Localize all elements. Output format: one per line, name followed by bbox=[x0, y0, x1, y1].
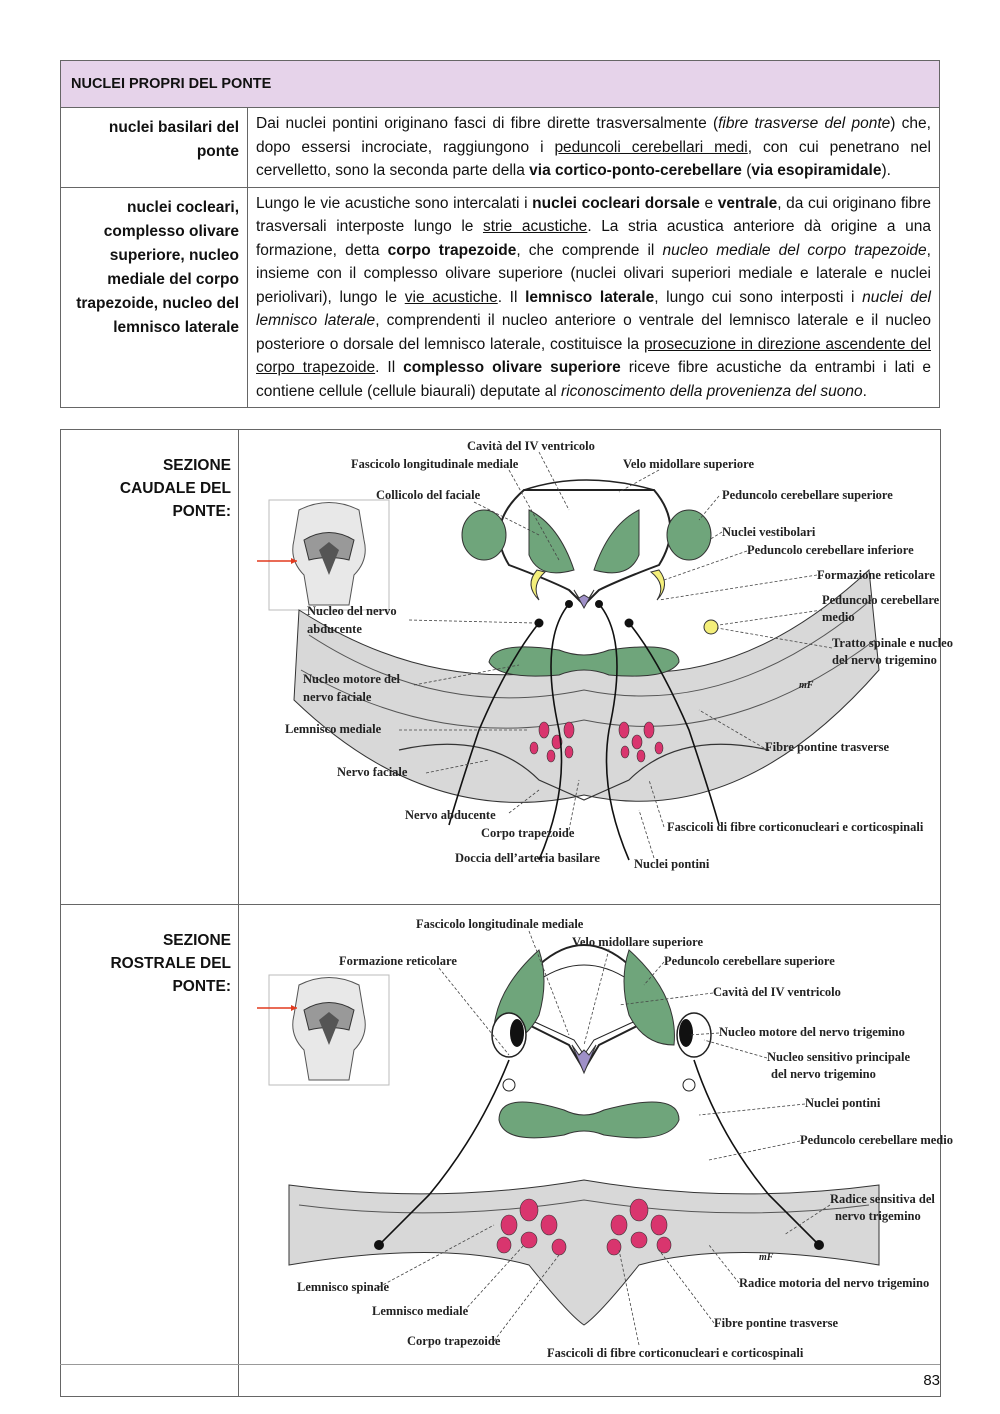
label-radice-mot: Radice motoria del nervo trigemino bbox=[739, 1276, 929, 1290]
text-run: complesso olivare superiore bbox=[403, 359, 621, 376]
label-pontini: Nuclei pontini bbox=[634, 857, 710, 871]
caudal-figure: Cavità del IV ventricolo Fascicolo longi… bbox=[239, 430, 941, 905]
label-radice-sens-1: Radice sensitiva del bbox=[830, 1192, 935, 1206]
label-nervo-faciale: Nervo faciale bbox=[337, 765, 408, 779]
label-abducente-n1: Nucleo del nervo bbox=[307, 604, 397, 618]
text-run: nucleo mediale del corpo trapezoide bbox=[662, 242, 926, 259]
label-flm-2: Fascicolo longitudinale mediale bbox=[416, 917, 584, 931]
label-flm: Fascicolo longitudinale mediale bbox=[351, 457, 519, 471]
row-text-basilari: Dai nuclei pontini originano fasci di fi… bbox=[248, 108, 940, 188]
label-fascicoli-2: Fascicoli di fibre corticonucleari e cor… bbox=[547, 1346, 804, 1360]
page-number: 83 bbox=[923, 1372, 940, 1389]
text-run: Dai nuclei pontini originano fasci di fi… bbox=[256, 115, 718, 132]
label-lemnisco-med-2: Lemnisco mediale bbox=[372, 1304, 469, 1318]
label-nervo-abducente: Nervo abducente bbox=[405, 808, 496, 822]
rostral-section-title: SEZIONE ROSTRALE DEL PONTE: bbox=[61, 905, 239, 1397]
label-velo: Velo midollare superiore bbox=[623, 457, 754, 471]
label-lemnisco-spin: Lemnisco spinale bbox=[297, 1280, 389, 1294]
row-label-basilari: nuclei basilari del ponte bbox=[61, 108, 248, 188]
label-abducente-n2: abducente bbox=[307, 622, 362, 636]
label-sensitivo-2: del nervo trigemino bbox=[771, 1067, 876, 1081]
label-vestibolari: Nuclei vestibolari bbox=[722, 525, 816, 539]
text-run: , che comprende il bbox=[516, 242, 662, 259]
label-ped-medio-2: Peduncolo cerebellare medio bbox=[800, 1133, 953, 1147]
label-ped-sup: Peduncolo cerebellare superiore bbox=[722, 488, 893, 502]
label-lemnisco-med: Lemnisco mediale bbox=[285, 722, 382, 736]
label-ped-medio-2: medio bbox=[822, 610, 855, 624]
label-ped-inf: Peduncolo cerebellare inferiore bbox=[747, 543, 914, 557]
text-run: . bbox=[863, 383, 867, 400]
label-ped-medio-1: Peduncolo cerebellare bbox=[822, 593, 940, 607]
label-cavita: Cavità del IV ventricolo bbox=[467, 439, 595, 453]
label-corpo-trap-2: Corpo trapezoide bbox=[407, 1334, 501, 1348]
text-run: ( bbox=[742, 162, 751, 179]
text-run: e bbox=[700, 195, 718, 212]
text-run: nuclei cocleari dorsale bbox=[532, 195, 700, 212]
brainstem-thumbnail bbox=[269, 500, 389, 610]
row-label-cocleari: nuclei cocleari, complesso olivare super… bbox=[61, 187, 248, 408]
row-text-cocleari: Lungo le vie acustiche sono intercalati … bbox=[248, 187, 940, 408]
footer-rule bbox=[60, 1364, 940, 1365]
text-run: peduncoli cerebellari medi bbox=[554, 139, 747, 156]
text-run: . Il bbox=[375, 359, 403, 376]
rostral-figure: Fascicolo longitudinale mediale Velo mid… bbox=[239, 905, 941, 1397]
text-run: via esopiramidale bbox=[751, 162, 881, 179]
text-run: riconoscimento della provenienza del suo… bbox=[561, 383, 863, 400]
text-run: . Il bbox=[498, 289, 525, 306]
label-trigemino-2: del nervo trigemino bbox=[832, 653, 937, 667]
text-run: via cortico-ponto-cerebellare bbox=[529, 162, 742, 179]
label-fibre-trasv-2: Fibre pontine trasverse bbox=[714, 1316, 839, 1330]
label-fibre-trasv: Fibre pontine trasverse bbox=[765, 740, 890, 754]
label-doccia: Doccia dell’arteria basilare bbox=[455, 851, 600, 865]
label-motore-trig: Nucleo motore del nervo trigemino bbox=[719, 1025, 905, 1039]
text-run: lemnisco laterale bbox=[525, 289, 654, 306]
fourth-ventricle bbox=[499, 490, 670, 605]
brainstem-thumbnail-2 bbox=[269, 975, 389, 1085]
text-run: , lungo cui sono interposti i bbox=[654, 289, 862, 306]
text-run: Lungo le vie acustiche sono intercalati … bbox=[256, 195, 532, 212]
label-velo-2: Velo midollare superiore bbox=[572, 935, 703, 949]
table-header: NUCLEI PROPRI DEL PONTE bbox=[61, 61, 940, 108]
label-motore-f1: Nucleo motore del bbox=[303, 672, 400, 686]
label-reticolare: Formazione reticolare bbox=[817, 568, 935, 582]
text-run: strie acustiche bbox=[483, 218, 587, 235]
label-reticolare-2: Formazione reticolare bbox=[339, 954, 457, 968]
text-run: fibre trasverse del ponte bbox=[718, 115, 890, 132]
label-trigemino-1: Tratto spinale e nucleo bbox=[832, 636, 953, 650]
label-radice-sens-2: nervo trigemino bbox=[835, 1209, 921, 1223]
label-fascicoli: Fascicoli di fibre corticonucleari e cor… bbox=[667, 820, 924, 834]
label-cavita-2: Cavità del IV ventricolo bbox=[713, 985, 841, 999]
caudal-pons-diagram: Cavità del IV ventricolo Fascicolo longi… bbox=[239, 430, 989, 880]
label-corpo-trap: Corpo trapezoide bbox=[481, 826, 575, 840]
label-pontini-2: Nuclei pontini bbox=[805, 1096, 881, 1110]
label-sensitivo-1: Nucleo sensitivo principale bbox=[767, 1050, 911, 1064]
label-ped-sup-2: Peduncolo cerebellare superiore bbox=[664, 954, 835, 968]
artist-signature: mF bbox=[799, 680, 814, 691]
artist-signature-2: mF bbox=[759, 1252, 774, 1263]
text-run: ventrale bbox=[718, 195, 777, 212]
caudal-section-title: SEZIONE CAUDALE DEL PONTE: bbox=[61, 430, 239, 905]
label-motore-f2: nervo faciale bbox=[303, 690, 372, 704]
rostral-pons-diagram: Fascicolo longitudinale mediale Velo mid… bbox=[239, 905, 989, 1372]
text-run: corpo trapezoide bbox=[388, 242, 517, 259]
figure-table: SEZIONE CAUDALE DEL PONTE: bbox=[60, 429, 941, 1397]
label-collicolo: Collicolo del faciale bbox=[376, 488, 481, 502]
text-run: vie acustiche bbox=[405, 289, 498, 306]
nuclei-table: NUCLEI PROPRI DEL PONTE nuclei basilari … bbox=[60, 60, 940, 408]
text-run: ). bbox=[881, 162, 890, 179]
